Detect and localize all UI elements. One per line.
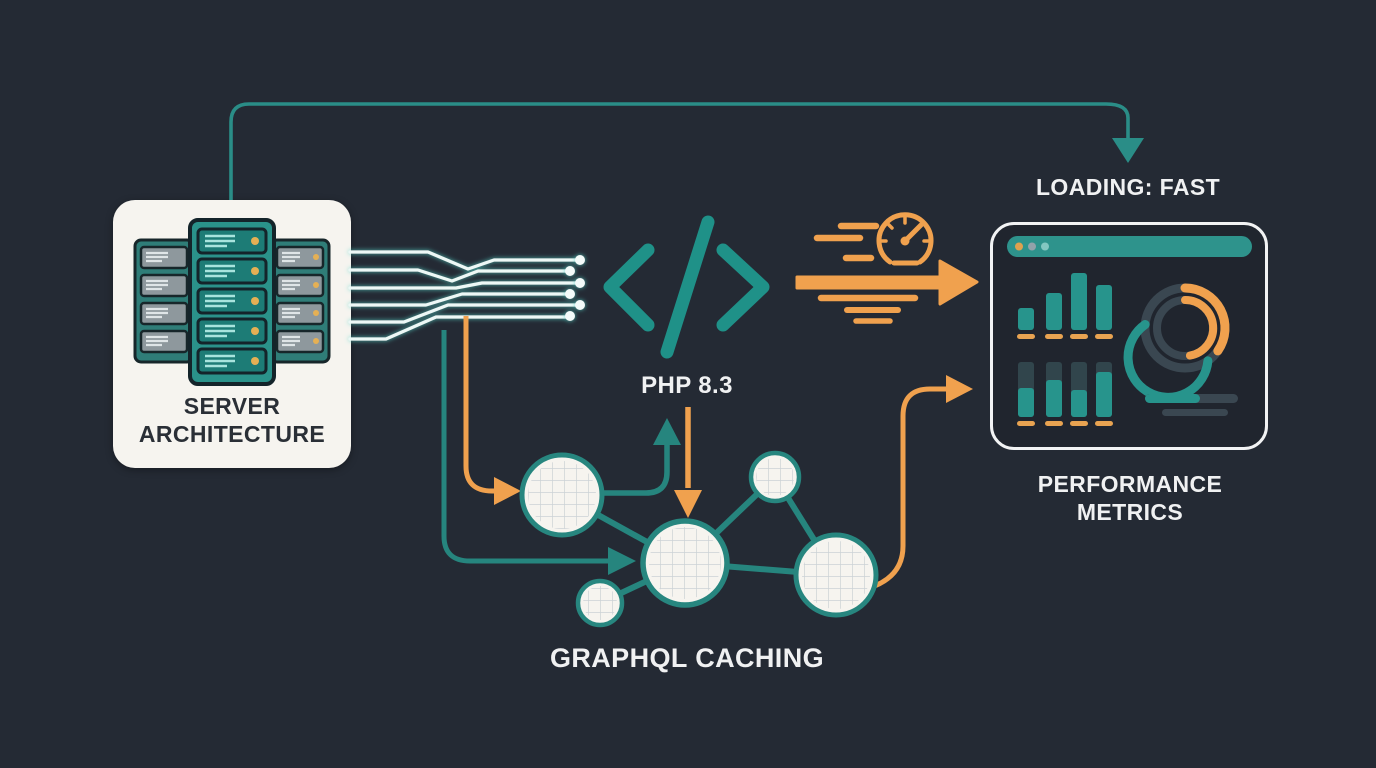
speed-arrow-icon <box>795 259 979 324</box>
donut-chart-icon <box>1123 283 1230 402</box>
performance-metrics-label: PERFORMANCE METRICS <box>1037 471 1223 526</box>
graphql-caching-label: GRAPHQL CACHING <box>549 643 824 673</box>
bar-underlines-top <box>1017 334 1113 339</box>
php-to-cache-arrow <box>674 407 702 518</box>
top-connector-arrow-icon <box>229 102 1144 200</box>
cache-to-php-arrow <box>600 418 681 496</box>
server-architecture-card: SERVER ARCHITECTURE <box>113 200 351 468</box>
circuit-trace-dots <box>565 255 585 321</box>
server-rack-icon <box>133 218 331 386</box>
browser-window-icon <box>1007 236 1252 426</box>
server-architecture-label: SERVER ARCHITECTURE <box>138 393 326 448</box>
performance-dashboard-card <box>990 222 1268 450</box>
server-tower-right <box>269 238 331 364</box>
bar-underlines-bottom <box>1017 421 1113 426</box>
cache-node-network-icon <box>519 450 879 628</box>
circuit-traces-icon <box>348 250 578 341</box>
cache-node <box>519 450 879 628</box>
php-version-label: PHP 8.3 <box>641 372 733 399</box>
speedometer-icon <box>813 212 934 266</box>
browser-dots <box>1015 242 1049 251</box>
teal-cache-connector-arrow <box>441 330 636 575</box>
top-bar-chart <box>1018 273 1112 330</box>
browser-bar <box>1007 236 1252 257</box>
stacked-bar-chart <box>1018 362 1112 417</box>
loading-fast-label: LOADING: FAST <box>1035 174 1221 200</box>
cache-to-dashboard-arrow <box>868 375 973 591</box>
orange-cache-connector-arrow <box>463 316 521 505</box>
progress-bars <box>1145 394 1238 416</box>
code-brackets-icon <box>603 215 770 359</box>
server-tower-center <box>188 218 276 386</box>
